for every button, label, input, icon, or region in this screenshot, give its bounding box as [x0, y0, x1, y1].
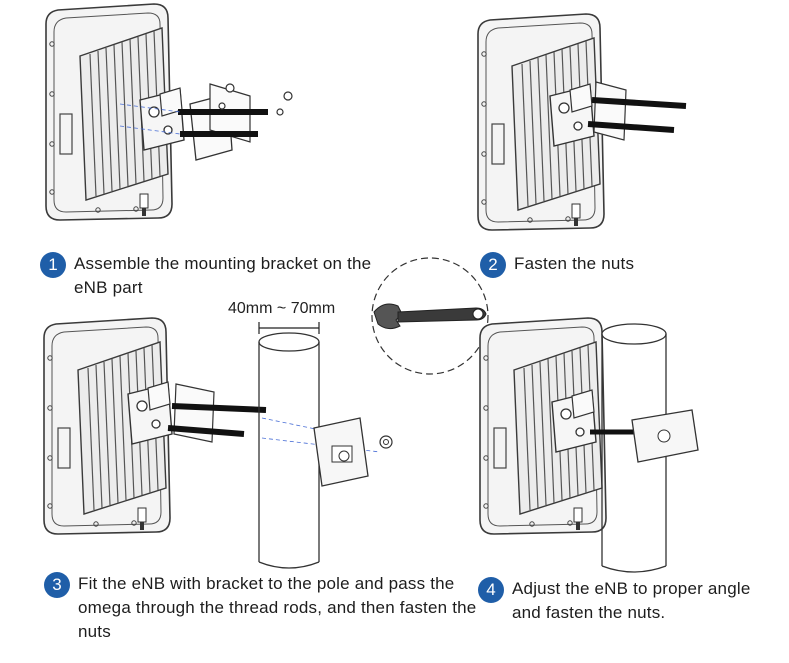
step-3-number: 3	[44, 572, 70, 598]
step-2: 2 Fasten the nuts	[480, 252, 740, 278]
step-3: 3 Fit the eNB with bracket to the pole a…	[44, 572, 484, 644]
panel-4-adjust-angle	[479, 317, 699, 573]
panel-3-fit-to-pole	[43, 317, 393, 569]
step-4-number: 4	[478, 577, 504, 603]
wrench-illustration	[371, 257, 489, 375]
panel-1-assemble-bracket	[45, 3, 293, 221]
pole	[258, 332, 320, 569]
pole-dimension-label: 40mm ~ 70mm	[228, 300, 336, 317]
step-4-text: Adjust the eNB to proper angle and faste…	[512, 579, 751, 622]
step-3-text: Fit the eNB with bracket to the pole and…	[78, 574, 477, 641]
step-1-number: 1	[40, 252, 66, 278]
step-2-number: 2	[480, 252, 506, 278]
step-1: 1 Assemble the mounting bracket on the e…	[40, 252, 400, 300]
wrench-icon	[373, 303, 487, 330]
step-2-text: Fasten the nuts	[514, 254, 635, 273]
step-4: 4 Adjust the eNB to proper angle and fas…	[478, 577, 778, 625]
panel-2-fasten-nuts	[477, 13, 687, 231]
step-1-text: Assemble the mounting bracket on the eNB…	[74, 254, 372, 297]
